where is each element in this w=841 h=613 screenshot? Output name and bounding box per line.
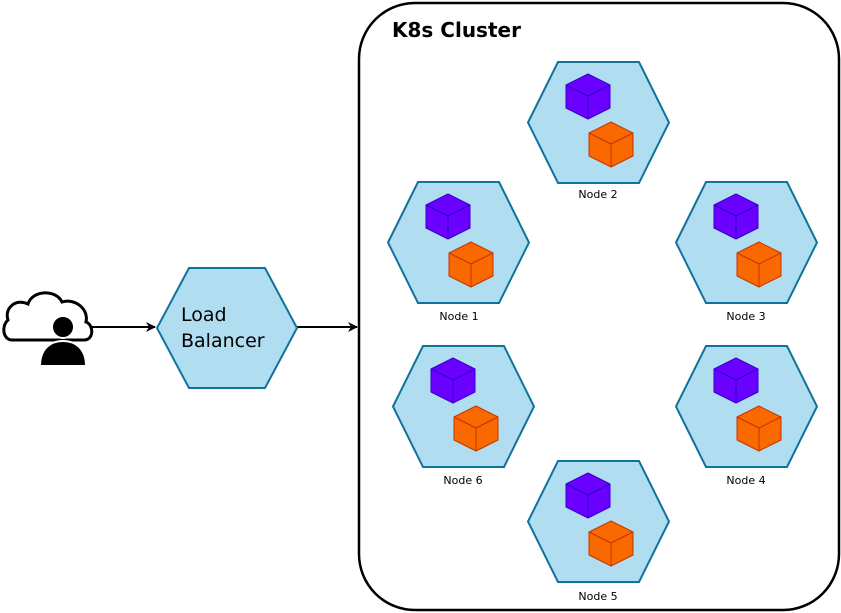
load-balancer-hexagon	[155, 267, 299, 389]
pod-purple-icon	[430, 357, 476, 404]
pod-orange-icon	[736, 405, 782, 452]
node-label-1: Node 1	[439, 310, 479, 323]
pod-purple-icon	[565, 472, 611, 519]
node-label-6: Node 6	[443, 474, 483, 487]
pod-purple-icon	[425, 193, 471, 240]
node-label-5: Node 5	[578, 590, 618, 603]
node-6	[391, 345, 536, 468]
node-1	[386, 181, 531, 304]
load-balancer-label-line1: Load	[181, 304, 227, 326]
node-hexagon	[391, 345, 536, 468]
pod-orange-icon	[736, 241, 782, 288]
nodes-layer	[386, 61, 819, 583]
node-5	[526, 460, 671, 583]
pod-purple-icon	[713, 357, 759, 404]
node-hexagon	[526, 61, 671, 184]
pod-orange-icon	[453, 405, 499, 452]
node-2	[526, 61, 671, 184]
pod-orange-icon	[588, 121, 634, 168]
node-3	[674, 181, 819, 304]
node-label-2: Node 2	[578, 188, 618, 201]
node-hexagon	[386, 181, 531, 304]
node-hexagon	[674, 181, 819, 304]
node-label-4: Node 4	[726, 474, 766, 487]
node-hexagon	[674, 345, 819, 468]
cluster-title: K8s Cluster	[392, 18, 521, 42]
node-hexagon	[526, 460, 671, 583]
node-4	[674, 345, 819, 468]
node-label-3: Node 3	[726, 310, 766, 323]
pod-orange-icon	[588, 520, 634, 567]
load-balancer-label-line2: Balancer	[181, 330, 265, 352]
load-balancer-label: Load Balancer	[181, 302, 291, 354]
cloud-user-icon	[2, 291, 94, 367]
pod-purple-icon	[565, 73, 611, 120]
pod-orange-icon	[448, 241, 494, 288]
pod-purple-icon	[713, 193, 759, 240]
